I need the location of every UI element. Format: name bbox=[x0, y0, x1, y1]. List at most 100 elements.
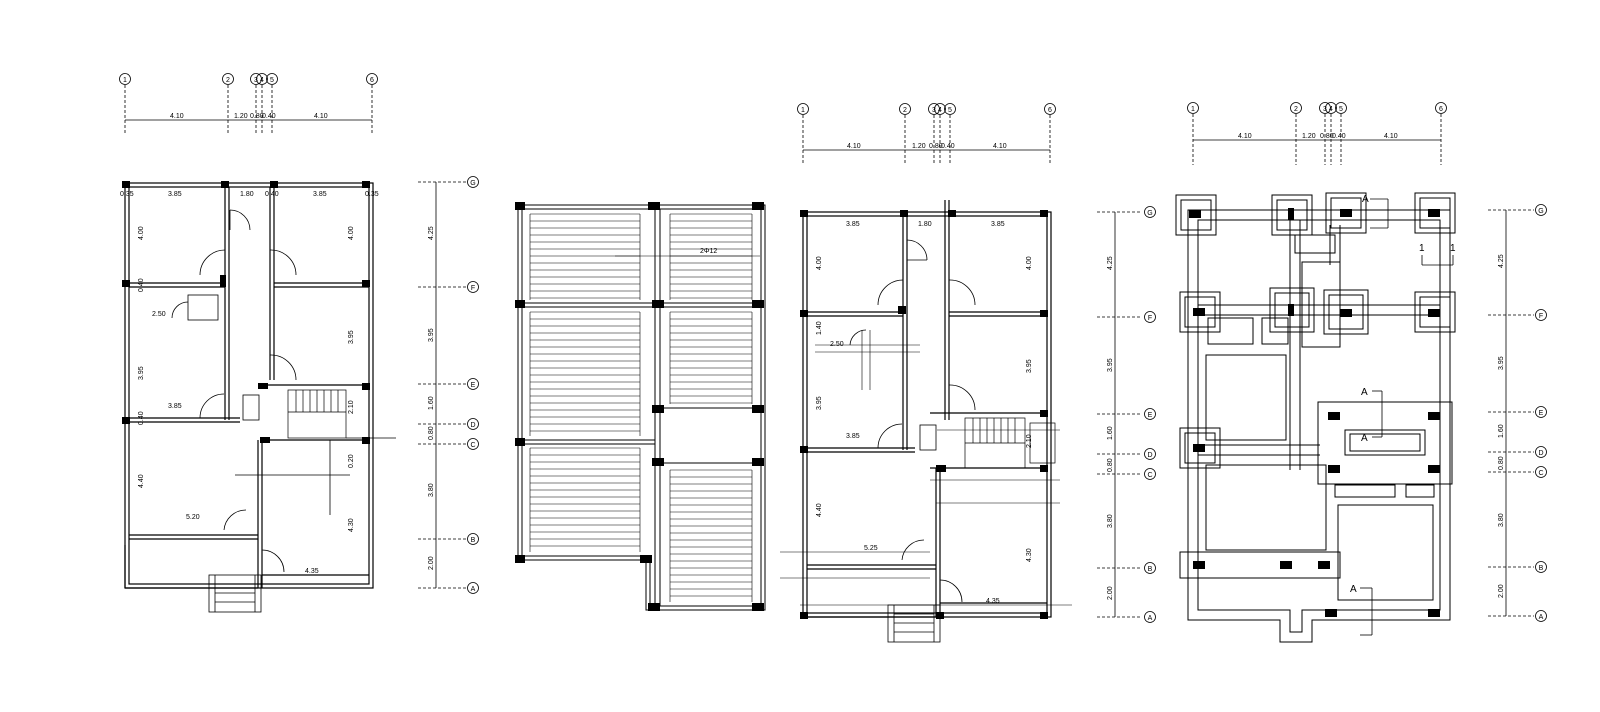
grid-label: 4 bbox=[260, 77, 264, 84]
grid-label: F bbox=[471, 285, 475, 292]
dimension-label: 1.80 bbox=[240, 191, 254, 198]
plan-2-slab-joists: 2Φ12 bbox=[515, 202, 766, 611]
plan-3-grid-labels-right: G F E D C B A bbox=[1147, 210, 1152, 622]
dimension-label: 0.40 bbox=[138, 411, 145, 425]
grid-label: B bbox=[471, 537, 476, 544]
grid-label: 5 bbox=[948, 107, 952, 114]
grid-label: A bbox=[1539, 614, 1544, 621]
plan-4-grid-right bbox=[1488, 204, 1547, 622]
dimension-label: 4.40 bbox=[138, 474, 145, 488]
dimension-label: 1.20 bbox=[234, 113, 248, 120]
grid-label: 5 bbox=[270, 77, 274, 84]
plan-3-floor-layout: 1 2 3 4 5 6 4.10 1.20 0.80 0.40 4.10 bbox=[780, 103, 1156, 643]
grid-label: 1 bbox=[123, 77, 127, 84]
dimension-label: 1.60 bbox=[1498, 424, 1505, 438]
grid-label: B bbox=[1148, 566, 1153, 573]
plan-3-dims-right: 4.25 3.95 1.60 0.80 3.80 2.00 bbox=[1107, 256, 1114, 600]
plan-1-room-dims: 3.85 1.80 3.85 0.35 0.40 0.35 4.00 4.00 … bbox=[120, 191, 379, 575]
grid-label: D bbox=[1147, 452, 1152, 459]
dimension-label: 3.95 bbox=[428, 328, 435, 342]
dimension-label: 0.40 bbox=[138, 278, 145, 292]
plan-1-dims-top: 4.10 1.20 0.80 0.40 4.10 bbox=[170, 113, 328, 120]
dimension-label: 0.35 bbox=[120, 191, 134, 198]
plan-4-grid-labels-right: G F E D C B A bbox=[1538, 208, 1543, 621]
grid-label: G bbox=[470, 180, 475, 187]
dimension-label: 4.30 bbox=[348, 518, 355, 532]
dimension-label: 0.80 bbox=[929, 143, 943, 150]
dimension-label: 4.35 bbox=[305, 568, 319, 575]
plan-1-grid-labels-top: 1 2 3 4 5 6 bbox=[123, 77, 374, 84]
section-mark: A bbox=[1350, 584, 1357, 595]
dimension-label: 2.10 bbox=[348, 400, 355, 414]
grid-label: A bbox=[471, 586, 476, 593]
plan-3-beam-lines bbox=[780, 330, 1072, 606]
grid-label: 3 bbox=[254, 77, 258, 84]
dimension-label: 3.95 bbox=[348, 330, 355, 344]
dimension-label: 1.20 bbox=[1302, 133, 1316, 140]
plan-1-dims-right: 4.25 3.95 1.60 0.80 3.80 2.00 bbox=[428, 226, 435, 570]
dimension-label: 2.00 bbox=[1498, 584, 1505, 598]
grid-label: G bbox=[1538, 208, 1543, 215]
plan-3-grid-labels-top: 1 2 3 4 5 6 bbox=[801, 107, 1052, 114]
dimension-label: 3.95 bbox=[1026, 359, 1033, 373]
dimension-label: 4.10 bbox=[314, 113, 328, 120]
dimension-label: 0.40 bbox=[1332, 133, 1346, 140]
grid-label: D bbox=[470, 422, 475, 429]
grid-label: 6 bbox=[1048, 107, 1052, 114]
section-mark: A bbox=[1361, 433, 1368, 444]
plan-4-footings bbox=[1175, 192, 1456, 469]
dimension-label: 3.80 bbox=[1107, 514, 1114, 528]
dimension-label: 2.00 bbox=[1107, 586, 1114, 600]
dimension-label: 0.20 bbox=[348, 454, 355, 468]
dimension-label: 3.95 bbox=[1107, 358, 1114, 372]
plan-3-dims-top: 4.10 1.20 0.80 0.40 4.10 bbox=[847, 143, 1007, 150]
grid-label: C bbox=[1147, 472, 1152, 479]
dimension-label: 3.85 bbox=[991, 221, 1005, 228]
grid-label: F bbox=[1539, 313, 1543, 320]
dimension-label: 0.80 bbox=[1320, 133, 1334, 140]
plan-4-tie-beams bbox=[1179, 209, 1453, 643]
plan-3-stair bbox=[964, 417, 1056, 469]
plan-4-section-labels: A A A A 1 1 bbox=[1350, 194, 1456, 595]
dimension-label: 4.00 bbox=[138, 226, 145, 240]
section-mark: A bbox=[1361, 387, 1368, 398]
dimension-label: 3.80 bbox=[428, 483, 435, 497]
section-mark: 1 bbox=[1450, 243, 1456, 254]
dimension-label: 2.50 bbox=[152, 311, 166, 318]
dimension-label: 0.40 bbox=[265, 191, 279, 198]
plan-4-section-arrows bbox=[1360, 198, 1454, 636]
plan-4-column-stubs bbox=[1189, 208, 1440, 617]
grid-label: E bbox=[471, 382, 476, 389]
dimension-label: 4.25 bbox=[428, 226, 435, 240]
grid-label: E bbox=[1539, 410, 1544, 417]
dimension-label: 0.35 bbox=[365, 191, 379, 198]
dimension-label: 0.80 bbox=[1107, 458, 1114, 472]
plan-2-columns bbox=[515, 202, 764, 611]
dimension-label: 3.95 bbox=[138, 366, 145, 380]
dimension-label: 4.10 bbox=[1384, 133, 1398, 140]
plan-1-grid-right bbox=[418, 176, 479, 594]
plan-1-grid-bubbles-top bbox=[119, 73, 378, 135]
plan-3-grid-right bbox=[1097, 206, 1156, 623]
plan-1-porch-steps bbox=[208, 574, 262, 613]
dimension-label: 5.20 bbox=[186, 514, 200, 521]
plan-4-dims-top: 4.10 1.20 0.80 0.40 4.10 bbox=[1238, 133, 1398, 140]
plan-3-room-dims: 3.85 1.80 3.85 4.00 4.00 1.40 2.50 3.95 … bbox=[816, 221, 1033, 605]
dimension-label: 1.20 bbox=[912, 143, 926, 150]
dimension-label: 2.00 bbox=[428, 556, 435, 570]
dimension-label: 2.10 bbox=[1026, 434, 1033, 448]
dimension-label: 4.10 bbox=[993, 143, 1007, 150]
grid-label: 5 bbox=[1339, 106, 1343, 113]
dimension-label: 2.50 bbox=[830, 341, 844, 348]
grid-label: A bbox=[1148, 615, 1153, 622]
dimension-label: 0.80 bbox=[1498, 456, 1505, 470]
plan-1-columns bbox=[122, 181, 370, 444]
rebar-label: 2Φ12 bbox=[700, 248, 717, 255]
dimension-label: 3.80 bbox=[1498, 513, 1505, 527]
dimension-label: 3.95 bbox=[1498, 356, 1505, 370]
dimension-label: 4.25 bbox=[1107, 256, 1114, 270]
grid-label: C bbox=[1538, 470, 1543, 477]
plan-1-grid-labels-right: G F E D C B A bbox=[470, 180, 475, 593]
grid-label: 2 bbox=[1294, 106, 1298, 113]
